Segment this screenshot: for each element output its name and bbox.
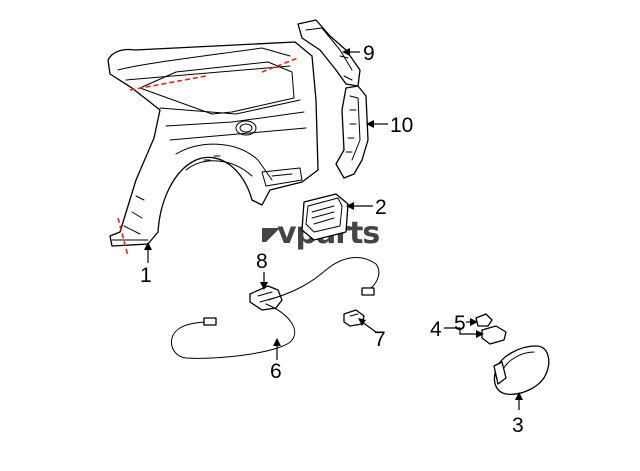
callout-10: 10 [390,114,413,137]
leader-lines [144,48,523,410]
inner-panel [335,85,369,179]
callout-2: 2 [375,196,387,219]
callout-9: 9 [363,42,375,65]
callout-8: 8 [256,250,268,273]
callout-1: 1 [140,264,152,287]
callout-3: 3 [512,414,524,437]
quarter-panel [107,41,319,257]
fuel-filler-door [493,345,550,395]
watermark-logo-icon [262,228,280,242]
callout-4: 4 [430,318,442,341]
hinge-clip [475,313,493,327]
hinge-assembly [481,325,507,345]
release-cable [171,256,380,359]
callout-7: 7 [374,328,386,351]
callout-5: 5 [454,312,466,335]
release-lever [249,285,283,311]
fuel-door-housing [301,193,349,241]
callout-labels: 1 2 3 4 5 6 7 8 9 10 [140,42,524,437]
callout-6: 6 [270,360,282,383]
